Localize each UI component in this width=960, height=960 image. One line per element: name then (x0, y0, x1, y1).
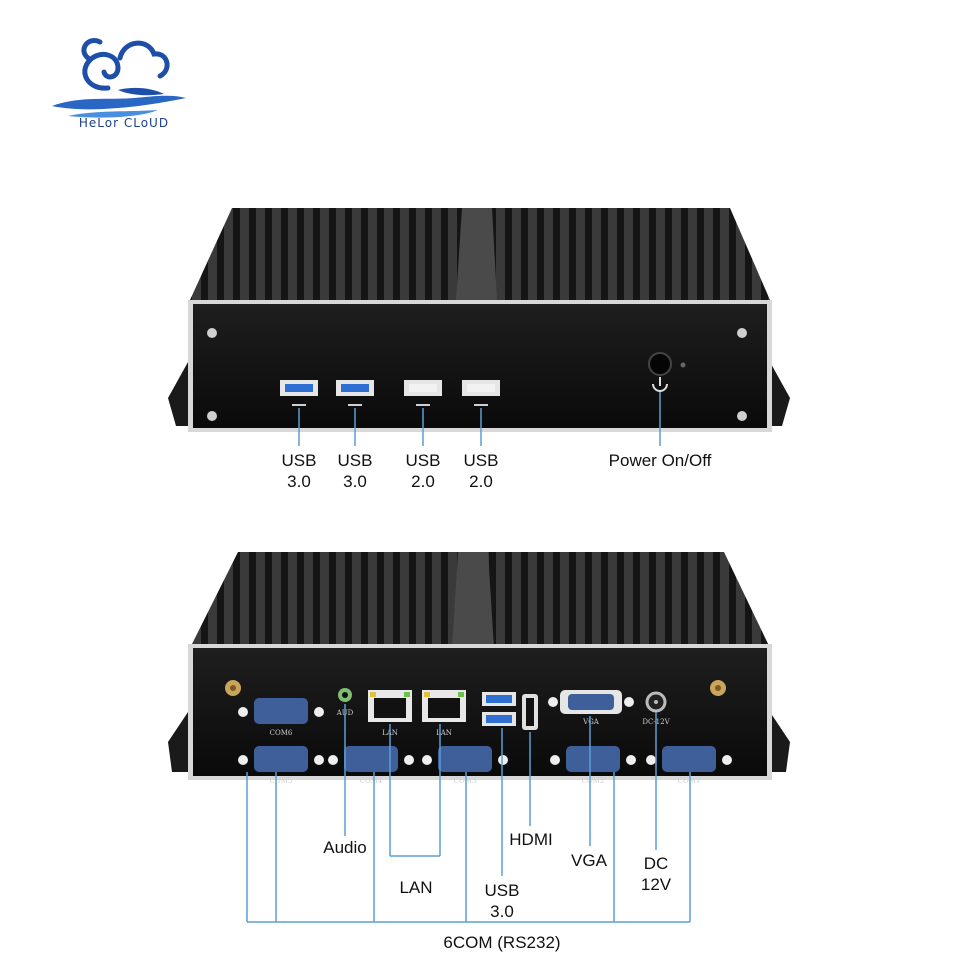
front-unit (168, 208, 790, 446)
silk-lan2: LAN (436, 729, 452, 737)
brand-logo-text: HeLor CLoUD (78, 116, 170, 130)
silk-com2: COM2 (582, 777, 605, 785)
silk-com3: COM3 (454, 777, 477, 785)
label-lan: LAN (399, 878, 433, 897)
label-power: Power On/Off (608, 451, 712, 470)
rear-unit: COM6 COM5 COM4 COM3 COM2 COM1 AUD LAN LA… (168, 552, 790, 923)
silk-com5: COM5 (270, 777, 293, 785)
silk-vga: VGA (582, 718, 600, 726)
silk-com1: COM1 (678, 777, 701, 785)
front-usb-ports (280, 380, 500, 406)
label-audio: Audio (323, 838, 367, 857)
label-vga: VGA (571, 851, 607, 870)
label-hdmi: HDMI (509, 830, 553, 849)
silk-com4: COM4 (360, 777, 383, 785)
silk-com6: COM6 (270, 729, 293, 737)
power-button (648, 352, 672, 376)
brand-logo (52, 38, 186, 118)
label-com: 6COM (RS232) (443, 933, 561, 952)
